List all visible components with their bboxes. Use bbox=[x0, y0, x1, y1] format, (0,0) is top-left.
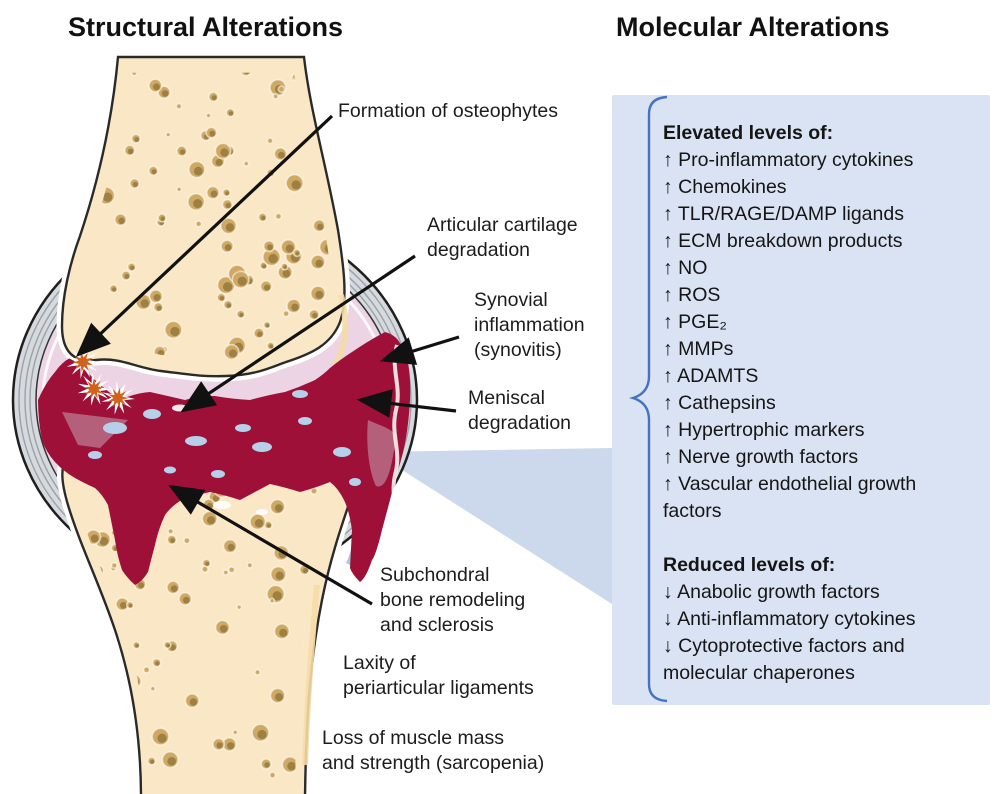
molecule-item: ↑ ECM breakdown products bbox=[663, 230, 903, 252]
structural-title: Structural Alterations bbox=[68, 12, 344, 42]
molecule-item: ↑ ROS bbox=[663, 284, 721, 306]
osteophyte-starburst-icon bbox=[77, 372, 111, 406]
molecule-item: ↑ ADAMTS bbox=[663, 365, 759, 387]
label-line: degradation bbox=[468, 412, 572, 434]
molecule-item: ↑ Cathepsins bbox=[663, 392, 776, 414]
label-line: and sclerosis bbox=[380, 614, 494, 636]
molecule-item: ↓ Cytoprotective factors and molecular c… bbox=[663, 635, 905, 684]
reduced-heading: Reduced levels of: bbox=[663, 554, 836, 576]
label-laxity: Laxity of periarticular ligaments bbox=[343, 651, 534, 701]
label-muscle: Loss of muscle mass and strength (sarcope… bbox=[322, 726, 544, 776]
molecule-item: ↑ PGE₂ bbox=[663, 311, 727, 333]
label-line: and strength (sarcopenia) bbox=[322, 752, 545, 774]
label-line: Subchondral bbox=[380, 564, 490, 586]
elevated-heading: Elevated levels of: bbox=[663, 122, 834, 144]
molecule-item: ↑ MMPs bbox=[663, 338, 734, 360]
osteophyte-starburst-icon bbox=[101, 381, 135, 415]
tibia-bone bbox=[62, 452, 357, 794]
molecular-panel: Elevated levels of: ↑ Pro-inflammatory c… bbox=[612, 95, 990, 705]
molecule-item: ↓ Anabolic growth factors bbox=[663, 581, 880, 603]
molecule-item: ↑ TLR/RAGE/DAMP ligands bbox=[663, 203, 904, 225]
molecule-item: ↑ Nerve growth factors bbox=[663, 446, 859, 468]
molecule-item: ↑ Hypertrophic markers bbox=[663, 419, 865, 441]
molecule-item: ↑ Vascular endothelial growth factors bbox=[663, 473, 917, 522]
label-synovitis: Synovial inflammation (synovitis) bbox=[466, 286, 595, 367]
highlight-wedge bbox=[374, 448, 612, 604]
label-line: Articular cartilage bbox=[427, 214, 578, 236]
reduced-list: ↓ Anabolic growth factors ↓ Anti-inflamma… bbox=[663, 579, 972, 687]
label-subchondral: Subchondral bone remodeling and sclerosis bbox=[372, 561, 536, 642]
label-line: (synovitis) bbox=[474, 339, 562, 361]
label-line: bone remodeling bbox=[380, 589, 526, 611]
osteophyte-starburst-icon bbox=[66, 345, 100, 379]
label-line: Loss of muscle mass bbox=[322, 727, 505, 749]
molecular-title: Molecular Alterations bbox=[616, 12, 890, 42]
label-line: inflammation bbox=[474, 314, 585, 336]
label-line: Formation of osteophytes bbox=[338, 100, 559, 122]
label-osteophytes: Formation of osteophytes bbox=[338, 99, 558, 124]
molecule-item: ↑ Chemokines bbox=[663, 176, 787, 198]
molecule-item: ↓ Anti-inflammatory cytokines bbox=[663, 608, 916, 630]
label-line: degradation bbox=[427, 239, 531, 261]
molecule-item: ↑ NO bbox=[663, 257, 708, 279]
elevated-list: ↑ Pro-inflammatory cytokines ↑ Chemokines… bbox=[663, 147, 972, 525]
molecule-item: ↑ Pro-inflammatory cytokines bbox=[663, 149, 914, 171]
label-line: periarticular ligaments bbox=[343, 677, 534, 699]
label-line: Meniscal bbox=[468, 387, 545, 409]
label-cartilage: Articular cartilage degradation bbox=[427, 213, 578, 263]
label-line: Synovial bbox=[474, 289, 548, 311]
label-line: Laxity of bbox=[343, 652, 416, 674]
femur-bone bbox=[62, 57, 345, 376]
label-meniscal: Meniscal degradation bbox=[460, 384, 582, 440]
